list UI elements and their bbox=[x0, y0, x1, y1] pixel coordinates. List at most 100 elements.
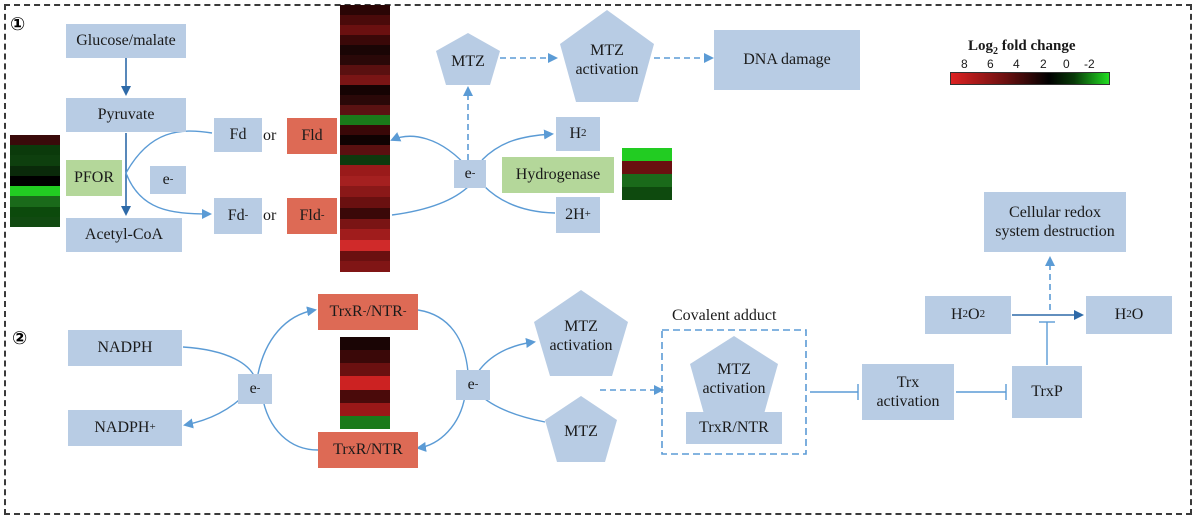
fld-node: Fld bbox=[287, 118, 337, 154]
heatmap-cell bbox=[340, 186, 390, 198]
heatmap-cell bbox=[340, 197, 390, 208]
section-marker-1: ① bbox=[10, 14, 26, 35]
trxr-minus-label: TrxR bbox=[329, 303, 363, 321]
heatmap-cell bbox=[10, 135, 60, 146]
heatmap-cell bbox=[10, 165, 60, 176]
h2o-rest: O bbox=[1131, 306, 1144, 324]
nadph-plus-label: NADPH bbox=[94, 419, 150, 437]
fd-minus-label: Fd bbox=[227, 207, 245, 225]
cellular-redox-node: Cellular redox system destruction bbox=[984, 192, 1126, 252]
e-small-sup: - bbox=[169, 173, 174, 186]
h2o-label: H bbox=[1114, 306, 1127, 324]
diagram-frame bbox=[4, 4, 1192, 515]
trxp-node: TrxP bbox=[1012, 366, 1082, 418]
heatmap-cell bbox=[340, 239, 390, 251]
pyruvate-node: Pyruvate bbox=[66, 98, 186, 132]
heatmap-cell bbox=[340, 125, 390, 135]
legend-title-rest: fold change bbox=[998, 38, 1076, 54]
pfor-heatmap bbox=[10, 135, 60, 227]
heatmap-cell bbox=[340, 402, 390, 416]
arc-e-mtzact bbox=[477, 338, 536, 373]
h2o-sub: 2 bbox=[1126, 308, 1132, 321]
adduct-trxr-node: TrxR/NTR bbox=[686, 412, 782, 444]
fld-minus-sup: - bbox=[320, 209, 325, 222]
arc-fldminus-e bbox=[391, 184, 471, 216]
arc-pfor-fdminus bbox=[125, 172, 212, 219]
legend-tick-6: 6 bbox=[987, 57, 994, 71]
mtz-pentagon bbox=[436, 33, 500, 85]
legend-tick-2: 2 bbox=[1040, 57, 1047, 71]
trxr-heatmap bbox=[340, 337, 390, 429]
trxr-node: TrxR/NTR bbox=[318, 432, 418, 468]
heatmap-cell bbox=[340, 261, 390, 273]
section-marker-2: ② bbox=[12, 328, 28, 349]
trx-activation-node: Trx activation bbox=[862, 364, 954, 420]
e-small-node: e- bbox=[150, 166, 186, 194]
e-left-sup: - bbox=[256, 382, 261, 395]
mtz-activation-2-label: MTZ activation bbox=[534, 308, 628, 364]
heatmap-cell bbox=[340, 15, 390, 25]
nadph-plus-node: NADPH+ bbox=[68, 410, 182, 446]
heatmap-cell bbox=[340, 337, 390, 351]
adduct-mtz-pentagon bbox=[690, 336, 778, 414]
e-small-label: e bbox=[162, 171, 170, 189]
e-left-node: e- bbox=[238, 374, 272, 404]
trx-activation-line2: activation bbox=[876, 393, 940, 410]
arc-2h-e bbox=[483, 185, 556, 214]
mtz-pentagon-2 bbox=[545, 396, 617, 462]
heatmap-cell bbox=[340, 389, 390, 403]
2h-plus-label: 2H bbox=[565, 206, 585, 224]
cellular-redox-line2: system destruction bbox=[995, 223, 1115, 240]
legend-title: Log2 fold change bbox=[968, 39, 1076, 57]
heatmap-cell bbox=[622, 148, 672, 161]
cellular-redox-line1: Cellular redox bbox=[1009, 203, 1101, 221]
fld-minus-label: Fld bbox=[299, 207, 321, 225]
h2o2-mid: O bbox=[968, 306, 980, 324]
arc-trxrminus-e bbox=[417, 309, 469, 373]
heatmap-cell bbox=[340, 45, 390, 55]
heatmap-cell bbox=[340, 175, 390, 187]
mtz-activation-line1: MTZ bbox=[590, 41, 624, 59]
mtz-activation-2-line2: activation bbox=[549, 337, 613, 354]
nadph-plus-sup: + bbox=[149, 421, 156, 434]
hydrogenase-node: Hydrogenase bbox=[502, 157, 614, 193]
covalent-adduct-label: Covalent adduct bbox=[672, 307, 777, 324]
trxr-minus-sup2: - bbox=[402, 305, 407, 318]
heatmap-cell bbox=[340, 115, 390, 125]
mtz-activation-2-line1: MTZ bbox=[564, 317, 598, 335]
heatmap-cell bbox=[340, 5, 390, 15]
heatmap-cell bbox=[340, 376, 390, 390]
legend-tick-8: 8 bbox=[961, 57, 968, 71]
mtz-activation-label: MTZ activation bbox=[560, 30, 654, 90]
arc-e-h2 bbox=[481, 129, 554, 161]
heatmap-cell bbox=[340, 229, 390, 240]
dna-damage-node: DNA damage bbox=[714, 30, 860, 90]
mtz-label: MTZ bbox=[451, 53, 485, 71]
heatmap-cell bbox=[10, 186, 60, 197]
h2-sub: 2 bbox=[581, 127, 587, 140]
heatmap-cell bbox=[340, 155, 390, 165]
mtz-activation-pentagon-2 bbox=[534, 290, 628, 376]
heatmap-cell bbox=[10, 216, 60, 227]
fd-minus-node: Fd- bbox=[214, 198, 262, 234]
h2-label: H bbox=[569, 125, 582, 143]
trxr-minus-node: TrxR-/NTR- bbox=[318, 294, 418, 330]
trxr-minus-mid: /NTR bbox=[366, 303, 403, 321]
adduct-mtz-label: MTZ activation bbox=[690, 354, 778, 404]
legend-title-sub: 2 bbox=[993, 46, 999, 57]
legend-tick-0: 0 bbox=[1063, 57, 1070, 71]
heatmap-cell bbox=[10, 145, 60, 156]
legend-tick-4: 4 bbox=[1013, 57, 1020, 71]
heatmap-cell bbox=[10, 175, 60, 187]
mtz-activation-line2: activation bbox=[575, 61, 639, 78]
arc-trxr-e bbox=[261, 394, 319, 451]
heatmap-cell bbox=[10, 206, 60, 217]
arc-e-trxrminus bbox=[257, 306, 317, 375]
arc-pfor-fd bbox=[125, 130, 213, 174]
heatmap-cell bbox=[340, 75, 390, 85]
legend-colorbar bbox=[950, 72, 1110, 85]
adduct-mtz-line1: MTZ bbox=[717, 360, 751, 378]
adduct-mtz-line2: activation bbox=[702, 380, 766, 397]
heatmap-cell bbox=[340, 65, 390, 75]
